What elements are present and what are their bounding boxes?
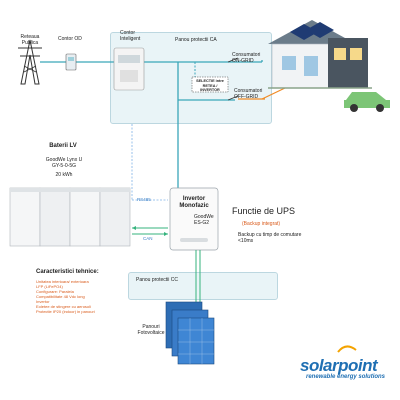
tech-item: LFP (LiFePO4)	[36, 284, 63, 289]
tech-list: Unitatea interioara/ exterioara LFP (LiF…	[36, 279, 128, 314]
smart-meter-icon	[113, 47, 145, 91]
inverter-title: Invertor Monofazic	[179, 196, 209, 209]
logo-sub: renewable energy solutions	[306, 374, 386, 380]
meter-icon	[65, 53, 77, 71]
battery-stack-icon	[9, 187, 131, 247]
ups-description: Backup cu timp de comutare <10ms	[238, 232, 302, 244]
smart-meter-label: Contor Inteligent	[120, 30, 141, 42]
can-label: CAN	[143, 236, 153, 241]
tech-item: Unitatea interioara/ exterioara	[36, 279, 89, 284]
solar-panels-icon	[165, 301, 215, 365]
battery-title: Baterii LV	[49, 143, 77, 149]
inverter-icon	[169, 187, 219, 251]
selector-label: SELECTIE intre RETEA / INVERTOR	[196, 79, 224, 92]
tech-item: Invertor	[36, 299, 50, 304]
ca-panel-label: Panou protectii CA	[175, 37, 217, 43]
ups-title: Functie de UPS	[232, 206, 296, 216]
dc-protection-panel	[128, 272, 278, 300]
battery-model: GoodWe Lynx U GY-5-0-5G	[45, 157, 83, 169]
tech-item: Compatibilitate 48 Vdc long	[36, 294, 85, 299]
tech-item: Configurare: Paralela	[36, 289, 74, 294]
offgrid-label: Consumatori OFF-GRID	[234, 88, 263, 100]
ongrid-label: Consumatori ON-GRID	[232, 52, 261, 64]
electric-car-icon	[344, 92, 390, 112]
grid-label: Reteaua Publica	[20, 34, 40, 46]
solarpoint-logo: solarpoint renewable energy solutions	[300, 356, 400, 380]
inverter-model: GoodWe ES-G2	[194, 214, 214, 226]
meter-label: Contor OD	[58, 36, 82, 42]
selector-box	[191, 76, 229, 93]
grid-tower-icon	[18, 39, 42, 85]
tech-item: Eoletee de stingere cu aerosoli	[36, 304, 91, 309]
logo-main: solarpoint	[300, 356, 378, 375]
cc-panel-label: Panou protectii CC	[136, 277, 178, 283]
tech-title: Caracteristici tehnice:	[36, 269, 99, 275]
rs485-label: RS485	[137, 197, 151, 202]
tech-item: Protectie IP20 (indoor) in panouri	[36, 309, 95, 314]
pv-label: Panouri Fotovoltaice	[137, 324, 165, 336]
house-icon	[268, 20, 372, 89]
logo-sun-icon	[337, 345, 357, 353]
ups-subtitle: (Backup integrat)	[242, 221, 281, 227]
battery-capacity: 20 kWh	[55, 172, 73, 178]
